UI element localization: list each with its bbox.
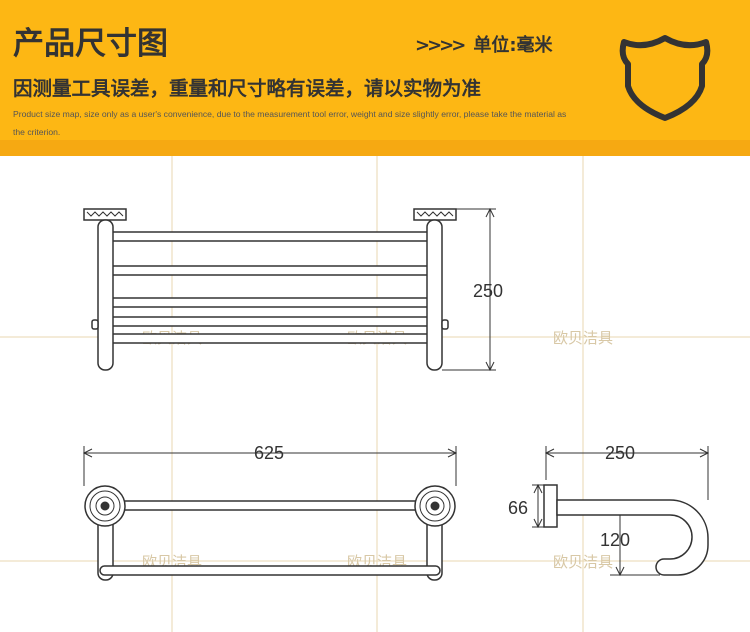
top-width-dimension: [82, 446, 458, 486]
front-height-dimension: [442, 207, 496, 372]
side-view: [543, 484, 709, 576]
watermark-side: 欧贝洁具: [553, 554, 613, 571]
header-divider: [0, 140, 750, 156]
side-drop-label: 120: [600, 530, 630, 550]
disclaimer-note: Product size map, size only as a user's …: [13, 109, 567, 137]
front-height-label: 250: [473, 281, 503, 301]
top-width-label: 625: [254, 443, 284, 463]
dimension-drawing: 欧贝洁具 欧贝洁具 欧贝洁具 欧贝洁具 欧贝洁具 欧贝洁具 250: [0, 156, 750, 632]
disclaimer-subtitle: 因测量工具误差，重量和尺寸略有误差，请以实物为准: [13, 77, 482, 100]
watermark-front-right: 欧贝洁具: [553, 330, 613, 347]
side-base-label: 66: [508, 498, 528, 518]
front-bracket-details: [86, 211, 454, 217]
side-base-dimension: [532, 483, 545, 529]
unit-label: 单位:毫米: [473, 35, 553, 56]
unit-arrows: >>>>: [415, 35, 466, 56]
top-rosette-left: [84, 485, 126, 527]
front-rails: [99, 231, 441, 344]
unit-row: >>>> 单位:毫米: [415, 31, 553, 57]
top-view: [97, 500, 443, 581]
page-title: 产品尺寸图: [13, 26, 168, 62]
side-drop-dimension: [610, 515, 660, 577]
side-depth-dimension: [544, 446, 710, 500]
side-depth-label: 250: [605, 443, 635, 463]
shield-outline-icon: [619, 35, 711, 121]
top-rosette-right: [414, 485, 456, 527]
